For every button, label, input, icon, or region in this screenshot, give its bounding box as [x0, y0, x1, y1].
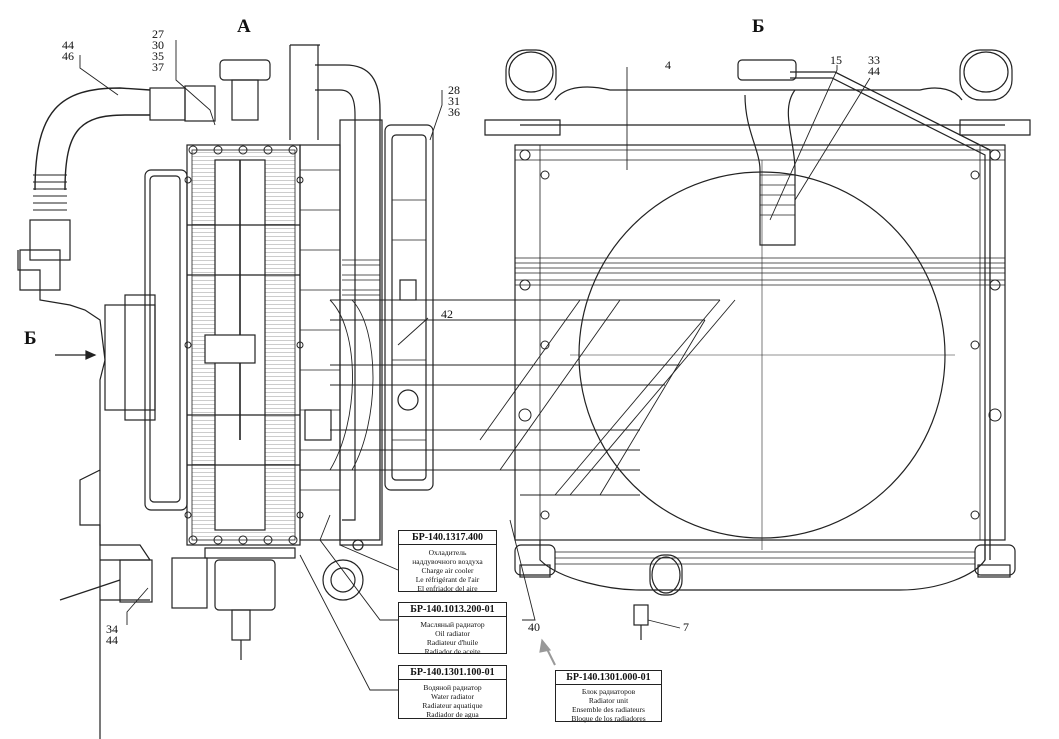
callout-4: 4: [665, 58, 671, 72]
callout-40: 40: [528, 620, 540, 634]
section-arrow: [55, 350, 97, 360]
part-name-line: Охладитель: [428, 548, 467, 557]
callout-number: 36: [448, 105, 460, 119]
arrow-b-label: Б: [24, 328, 37, 349]
callout-27-37: 27 30 35 37: [152, 27, 164, 74]
part-box-charge-air-cooler: БР-140.1317.400 Охладитель наддувочного …: [398, 530, 497, 593]
callout-number: 44: [106, 633, 118, 647]
callout-7: 7: [683, 620, 689, 634]
part-name-line: Масляный радиатор: [420, 620, 485, 629]
part-name-line: Блок радиаторов: [581, 687, 636, 696]
part-name-line: El enfriador del aire: [417, 584, 478, 593]
part-code: БР-140.1301.000-01: [556, 671, 661, 685]
callout-number: 30: [152, 38, 164, 52]
part-name-line: Radiador de aceite: [424, 647, 481, 656]
part-name-line: Le réfrigérant de l'air: [415, 575, 480, 584]
view-a-side-drawing: [17, 44, 520, 739]
part-name-line: Radiador de agua: [426, 710, 479, 719]
callout-42: 42: [441, 307, 453, 321]
callout-number: 27: [152, 27, 164, 41]
part-code: БР-140.1301.100-01: [399, 666, 506, 680]
part-box-water-radiator: БР-140.1301.100-01 Водяной радиатор Wate…: [398, 665, 507, 719]
part-box-oil-radiator: БР-140.1013.200-01 Масляный радиатор Oil…: [398, 602, 507, 656]
callout-number: 37: [152, 60, 164, 74]
view-b-front-drawing: [465, 49, 1031, 640]
reference-arrow: [539, 638, 556, 666]
part-box-radiator-unit: БР-140.1301.000-01 Блок радиаторов Radia…: [555, 670, 662, 723]
callout-number: 34: [106, 622, 118, 636]
callout-28-36: 28 31 36: [448, 83, 460, 119]
callout-44-46: 44 46: [62, 38, 74, 63]
view-a-label: А: [237, 16, 251, 37]
part-name-line: Radiator unit: [588, 696, 629, 705]
part-name-line: Water radiator: [431, 692, 474, 701]
part-code: БР-140.1013.200-01: [399, 603, 506, 617]
leader-lines: [79, 40, 871, 691]
part-name-line: наддувочного воздуха: [412, 557, 483, 566]
callout-number: 28: [448, 83, 460, 97]
callout-number: 33: [868, 53, 880, 67]
callout-number: 35: [152, 49, 164, 63]
callout-number: 31: [448, 94, 460, 108]
view-b-label: Б: [752, 16, 765, 37]
part-name-line: Водяной радиатор: [423, 683, 482, 692]
callout-number: 44: [868, 64, 880, 78]
part-name-line: Charge air cooler: [421, 566, 474, 575]
callout-15: 15: [830, 53, 842, 67]
part-name-line: Radiateur d'huile: [426, 638, 479, 647]
part-name-line: Ensemble des radiateurs: [572, 705, 645, 714]
part-code: БР-140.1317.400: [399, 531, 496, 545]
callout-number: 46: [62, 49, 74, 63]
part-name-line: Radiateur aquatique: [422, 701, 483, 710]
callout-34-44: 34 44: [106, 622, 118, 647]
callout-number: 44: [62, 38, 74, 52]
callout-33-44: 33 44: [868, 53, 880, 78]
part-name-line: Bloque de los radiadores: [571, 714, 646, 723]
part-name-line: Oil radiator: [435, 629, 470, 638]
